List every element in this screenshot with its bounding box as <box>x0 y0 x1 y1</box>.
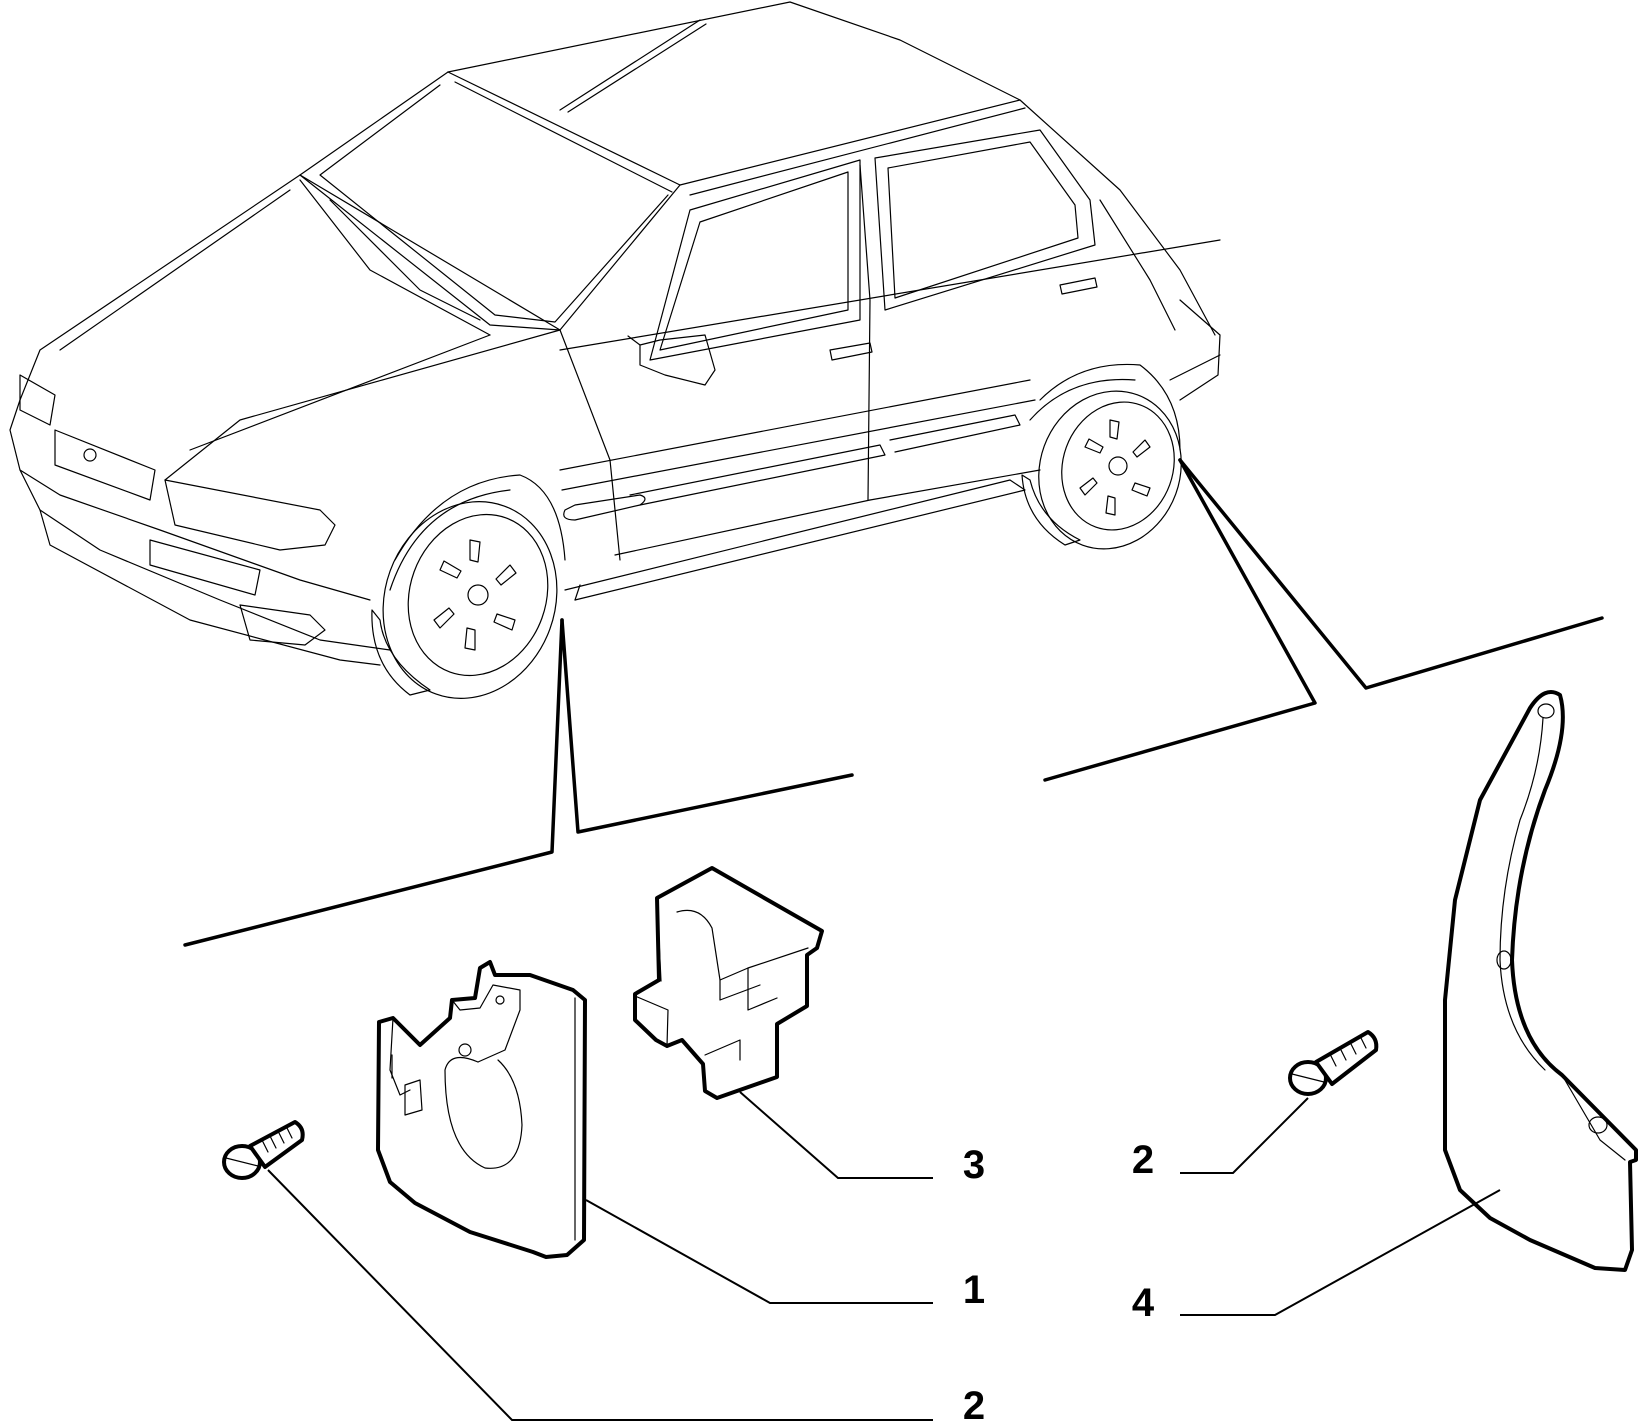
front-mudflap-part <box>376 960 587 1259</box>
leader-3 <box>739 1091 933 1179</box>
callout-3: 3 <box>962 1143 986 1187</box>
leader-lines <box>267 1091 1501 1421</box>
car-illustration <box>9 1 1221 699</box>
rear-mudflap-part <box>1443 690 1638 1272</box>
callout-1: 1 <box>962 1268 986 1312</box>
leader-1 <box>585 1199 933 1304</box>
screw-rear-part <box>1288 1030 1379 1096</box>
bracket-part <box>633 866 824 1100</box>
group-lines <box>183 458 1604 947</box>
callout-4: 4 <box>1131 1281 1155 1325</box>
callout-2-front: 2 <box>962 1384 986 1428</box>
callout-2-rear: 2 <box>1131 1138 1155 1182</box>
leader-4 <box>1180 1189 1501 1316</box>
leader-2-front <box>267 1169 933 1421</box>
screw-front-part <box>222 1120 305 1180</box>
leader-2-rear <box>1180 1097 1309 1174</box>
